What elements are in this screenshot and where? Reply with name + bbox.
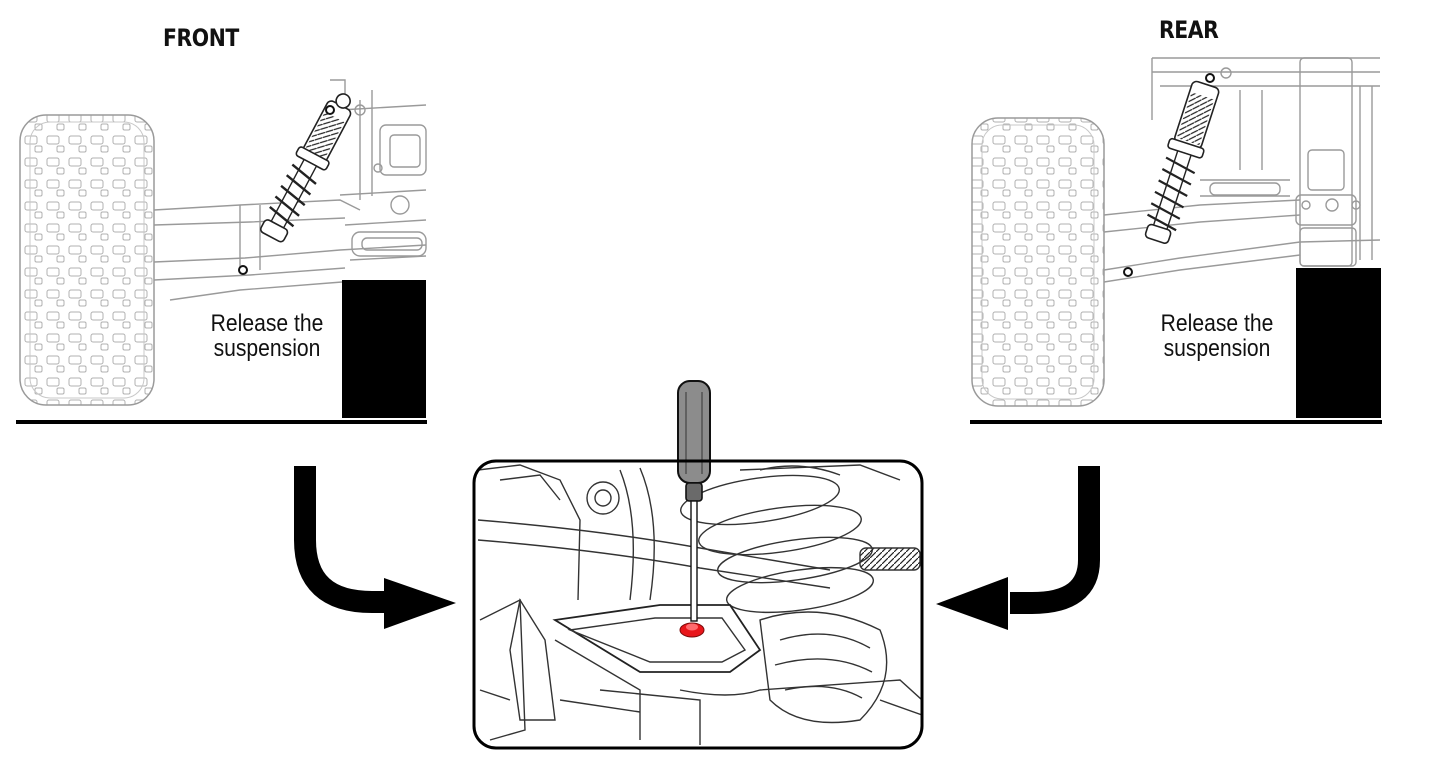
rear-support-block: [1296, 268, 1381, 418]
front-caption-line2: suspension: [213, 335, 321, 362]
rear-caption: Release the suspension: [1147, 311, 1286, 361]
front-support-block: [342, 280, 426, 418]
rear-wheel-icon: [971, 117, 1105, 407]
front-title: FRONT: [163, 24, 239, 52]
detail-inset: [472, 380, 924, 750]
left-curved-arrow-icon: [294, 466, 456, 629]
rear-title: REAR: [1159, 16, 1219, 44]
front-shock-absorber-icon: [238, 93, 352, 275]
rear-chassis-lineart: [1103, 57, 1381, 283]
adjustment-screw-icon: [679, 622, 705, 638]
rear-illustration: [970, 57, 1382, 424]
rear-caption-line1: Release the: [1160, 310, 1274, 337]
front-caption-line1: Release the: [210, 310, 324, 337]
rear-caption-line2: suspension: [1163, 335, 1271, 362]
rear-shock-absorber-icon: [1123, 73, 1220, 277]
front-wheel-icon: [19, 114, 155, 406]
front-illustration: [16, 79, 427, 424]
screwdriver-icon: [677, 380, 711, 622]
right-curved-arrow-icon: [936, 466, 1100, 630]
front-caption: Release the suspension: [197, 311, 336, 361]
